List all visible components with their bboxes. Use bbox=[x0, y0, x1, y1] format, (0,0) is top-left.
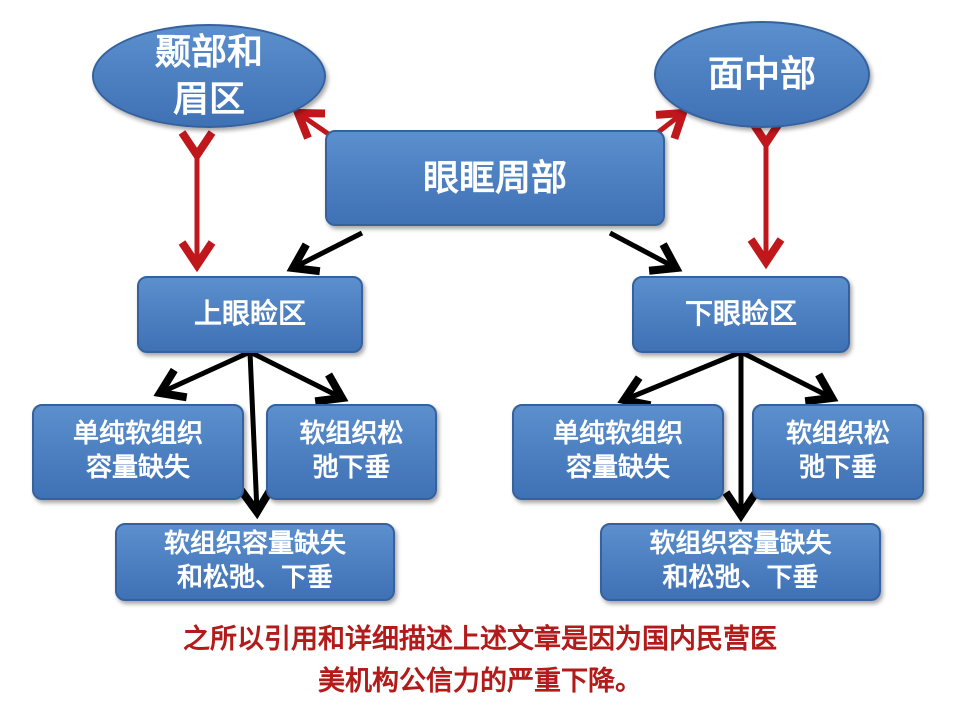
node-midface-label: 面中部 bbox=[707, 53, 816, 96]
arrow-lowerlid-laxity bbox=[739, 349, 839, 406]
node-upper-combined: 软组织容量缺失 和松弛、下垂 bbox=[115, 523, 395, 601]
node-midface: 面中部 bbox=[654, 21, 870, 128]
node-lower-volume-loss-label: 单纯软组织 容量缺失 bbox=[552, 419, 683, 483]
arrow-center-to-upperlid bbox=[286, 230, 364, 276]
node-upper-laxity-label: 软组织松 弛下垂 bbox=[299, 419, 404, 483]
node-periorbital-label: 眼眶周部 bbox=[422, 156, 567, 199]
node-upper-volume-loss-label: 单纯软组织 容量缺失 bbox=[72, 419, 203, 483]
node-upper-combined-label: 软组织容量缺失 和松弛、下垂 bbox=[163, 529, 346, 593]
node-lower-laxity: 软组织松 弛下垂 bbox=[752, 404, 924, 500]
node-upper-laxity: 软组织松 弛下垂 bbox=[266, 404, 437, 500]
arrow-upperlid-laxity bbox=[248, 349, 349, 406]
arrow-lowerlid-volume bbox=[617, 349, 742, 410]
arrow-upperlid-volume bbox=[153, 349, 252, 402]
node-lower-combined: 软组织容量缺失 和松弛、下垂 bbox=[600, 523, 881, 601]
node-upper-eyelid-label: 上眼睑区 bbox=[193, 297, 306, 331]
node-lower-combined-label: 软组织容量缺失 和松弛、下垂 bbox=[649, 529, 832, 593]
node-lower-volume-loss: 单纯软组织 容量缺失 bbox=[512, 404, 724, 500]
footnote-line-2: 美机构公信力的严重下降。 bbox=[318, 666, 642, 697]
arrow-upperlid-combined bbox=[237, 351, 275, 520]
node-lower-eyelid: 下眼睑区 bbox=[632, 276, 850, 353]
node-temporal-brow-label: 颞部和 眉区 bbox=[154, 31, 263, 120]
node-lower-laxity-label: 软组织松 弛下垂 bbox=[785, 419, 890, 483]
node-periorbital: 眼眶周部 bbox=[325, 130, 665, 226]
node-temporal-brow: 颞部和 眉区 bbox=[92, 24, 326, 128]
node-upper-eyelid: 上眼睑区 bbox=[137, 276, 363, 353]
node-upper-volume-loss: 单纯软组织 容量缺失 bbox=[32, 404, 244, 500]
arrow-center-to-lowerlid bbox=[608, 230, 683, 275]
node-lower-eyelid-label: 下眼睑区 bbox=[684, 297, 797, 331]
footnote-line-1: 之所以引用和详细描述上述文章是因为国内民营医 bbox=[183, 624, 777, 655]
